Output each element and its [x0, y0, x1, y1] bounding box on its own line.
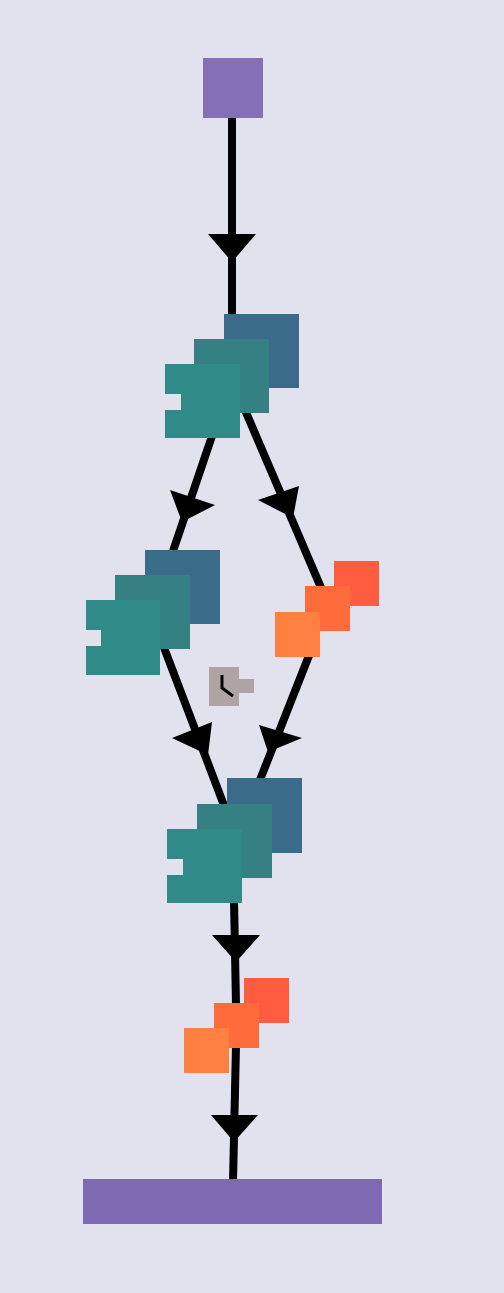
data-stack-right[interactable] — [275, 561, 379, 657]
arrowhead-task-top-to-data-right — [258, 486, 299, 518]
arrowhead-data-right-to-task-bottom — [259, 725, 302, 752]
arrowheads — [170, 234, 302, 1142]
task-stack-bottom[interactable] — [167, 778, 302, 903]
arrowhead-task-bottom-to-data-bottom — [212, 935, 260, 962]
task-stack-top[interactable] — [165, 314, 299, 438]
arrowhead-data-bottom-to-end — [211, 1115, 258, 1142]
task-stack-left[interactable] — [86, 550, 220, 675]
arrowhead-start-to-task-top — [208, 234, 256, 262]
edge-data-right-to-task-bottom — [252, 646, 316, 792]
edge-data-bottom-to-end — [229, 1044, 240, 1183]
clock-icon — [220, 675, 234, 698]
start-node[interactable] — [203, 58, 263, 118]
arrowhead-task-top-to-task-left — [170, 490, 215, 522]
edge-task-left-to-task-bottom — [159, 643, 229, 810]
end-bar[interactable] — [83, 1179, 382, 1224]
timer-event[interactable] — [209, 667, 254, 706]
data-stack-bottom[interactable] — [184, 978, 289, 1073]
arrowhead-task-left-to-task-bottom — [172, 722, 212, 755]
